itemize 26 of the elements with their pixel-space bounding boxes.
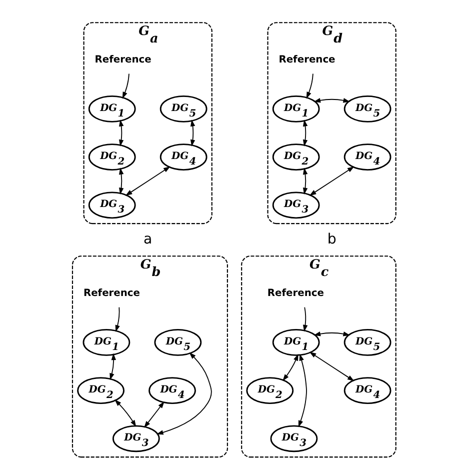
node-text: Reference [94,54,152,66]
arrow [302,120,308,146]
arrow [144,401,164,428]
arrow [156,352,212,435]
arrow [309,166,354,196]
arrow [306,73,314,99]
arrow [115,306,120,332]
arrow [314,332,350,336]
node-text: Reference [83,288,140,300]
arrow [302,168,308,195]
node-text: Reference [267,288,324,300]
arrow [298,354,307,428]
node-label: a [144,231,152,248]
arrow [314,98,350,103]
node-text: Reference [278,54,336,66]
arrow [110,353,116,380]
arrow [125,166,170,196]
arrow [309,352,354,382]
arrow [190,120,196,146]
arrow [122,73,130,99]
arrow [118,120,124,147]
arrow [118,168,124,195]
arrow [282,354,298,381]
arrow [114,399,136,427]
node-label: b [327,231,336,248]
arrow [302,306,308,332]
